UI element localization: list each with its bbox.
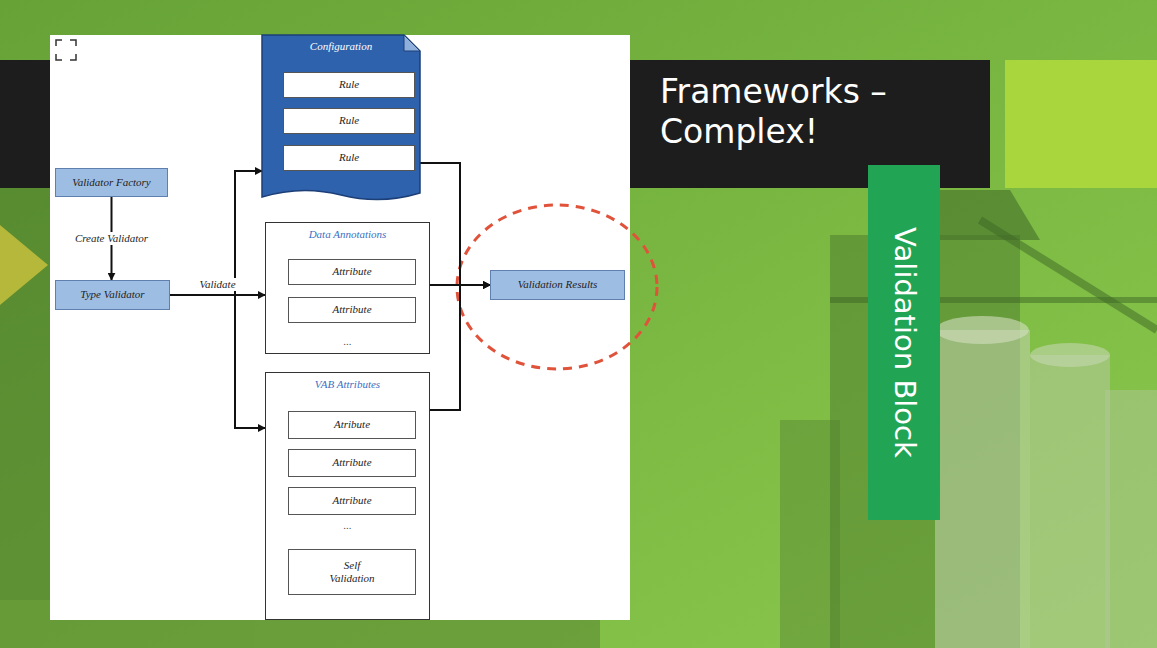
configuration-document: ConfigurationRuleRuleRule	[262, 35, 420, 203]
page-fold	[404, 35, 420, 51]
ellipsis-mark: ...	[266, 519, 429, 532]
group-heading: VAB Attributes	[266, 373, 429, 391]
slide-title: Frameworks – Complex!	[660, 72, 950, 151]
ellipsis-mark: ...	[266, 335, 429, 348]
flow-arrow	[430, 285, 490, 410]
rule-box: Rule	[283, 72, 415, 98]
box-label: Attribute	[332, 494, 371, 507]
attribute-box: Attribute	[288, 297, 416, 323]
accent-square	[1005, 60, 1157, 188]
flow-arrow	[170, 171, 262, 295]
self-validation-box: Self Validation	[288, 549, 416, 595]
vertical-label-band: Validation Block	[868, 165, 940, 520]
box-label: Attribute	[332, 303, 371, 316]
flow-arrow	[170, 295, 265, 428]
highlight-circle	[457, 205, 657, 369]
box-label: Validator Factory	[72, 176, 151, 189]
results-box: Validation Results	[490, 270, 625, 300]
vertical-label: Validation Block	[887, 227, 922, 458]
flow-arrow	[420, 163, 490, 285]
rule-box: Rule	[283, 108, 415, 134]
validator-box: Type Validator	[55, 280, 170, 310]
flow-arrow	[111, 197, 113, 280]
box-label: Self Validation	[321, 559, 383, 585]
box-label: Rule	[339, 114, 359, 127]
attribute-box: Attribute	[288, 487, 416, 515]
box-label: Attribute	[332, 265, 371, 278]
box-label: Validation Results	[518, 278, 598, 291]
edge-label: Create Validator	[73, 232, 150, 245]
attribute-box: Atribute	[288, 411, 416, 439]
box-label: Rule	[339, 151, 359, 164]
diagram-panel	[50, 35, 630, 620]
attribute-box: Attribute	[288, 449, 416, 477]
attribute-box: Attribute	[288, 259, 416, 285]
vab-container: VAB Attributes...AtributeAttributeAttrib…	[265, 372, 430, 620]
factory-box: Validator Factory	[55, 168, 168, 197]
annotations-container: Data Annotations...AttributeAttribute	[265, 222, 430, 354]
silo-illustration	[780, 190, 1157, 648]
group-heading: Configuration	[262, 35, 420, 53]
expand-icon	[56, 40, 76, 60]
rule-box: Rule	[283, 145, 415, 171]
document-shape	[262, 35, 420, 200]
box-label: Rule	[339, 78, 359, 91]
box-label: Atribute	[334, 418, 370, 431]
box-label: Attribute	[332, 456, 371, 469]
edge-label: Validate	[197, 278, 237, 291]
group-heading: Data Annotations	[266, 223, 429, 241]
box-label: Type Validator	[80, 288, 144, 301]
